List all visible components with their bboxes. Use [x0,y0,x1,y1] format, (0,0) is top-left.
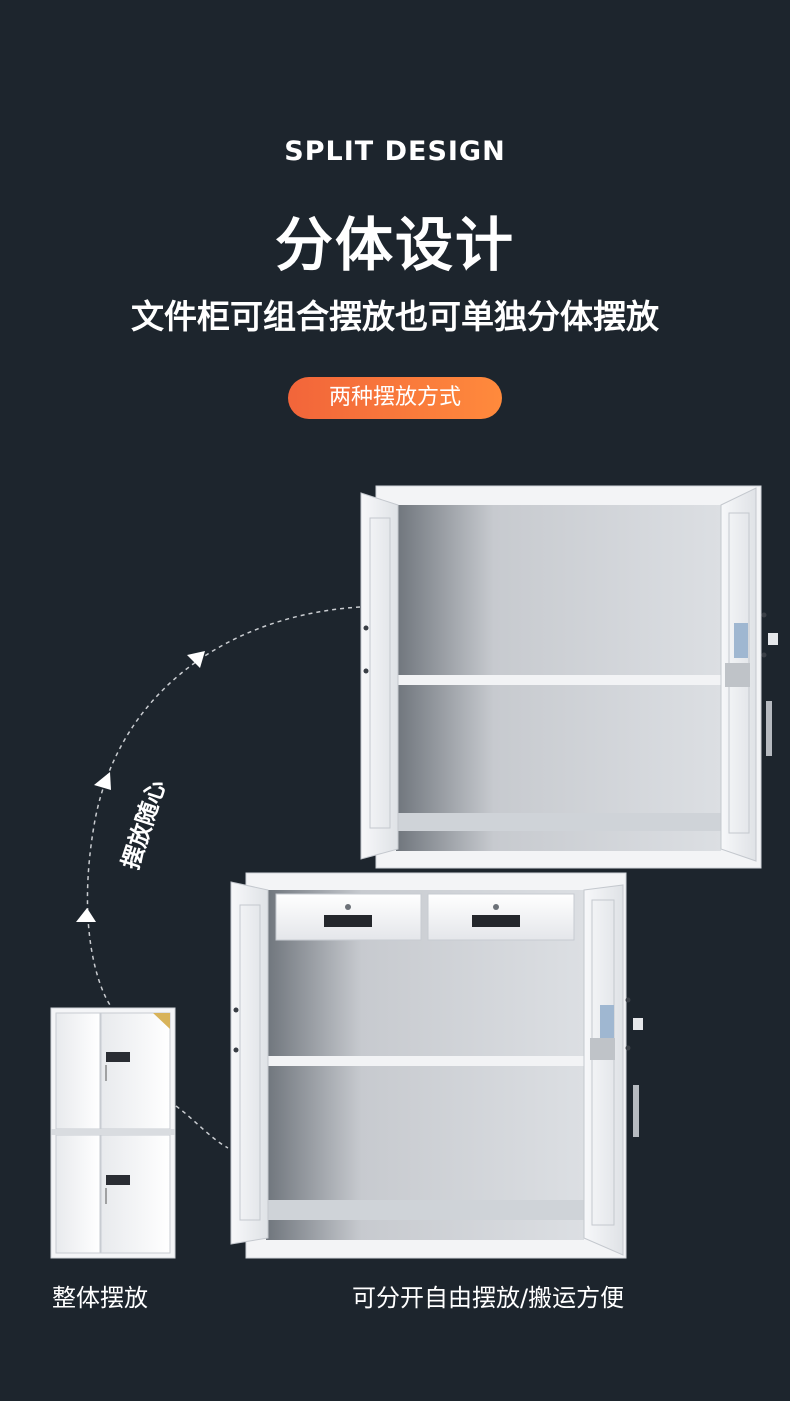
arc-label-text: 摆放随心 [117,777,171,873]
arrow-up-icon [187,651,205,668]
caption-separate: 可分开自由摆放/搬运方便 [352,1284,625,1312]
page-title: 分体设计 [274,211,515,279]
caption-combined: 整体摆放 [52,1284,148,1312]
placement-badge: 两种摆放方式 [288,377,502,419]
lower-cabinet-image [230,872,643,1259]
combined-cabinet-image [50,1007,176,1259]
eyebrow-text: SPLIT DESIGN [284,136,506,167]
arrow-up-icon [76,908,96,922]
page-subtitle: 文件柜可组合摆放也可单独分体摆放 [131,297,659,336]
upper-cabinet-image [360,485,778,869]
arc-label: 摆放随心 [117,777,171,873]
arrow-up-icon [94,772,111,790]
